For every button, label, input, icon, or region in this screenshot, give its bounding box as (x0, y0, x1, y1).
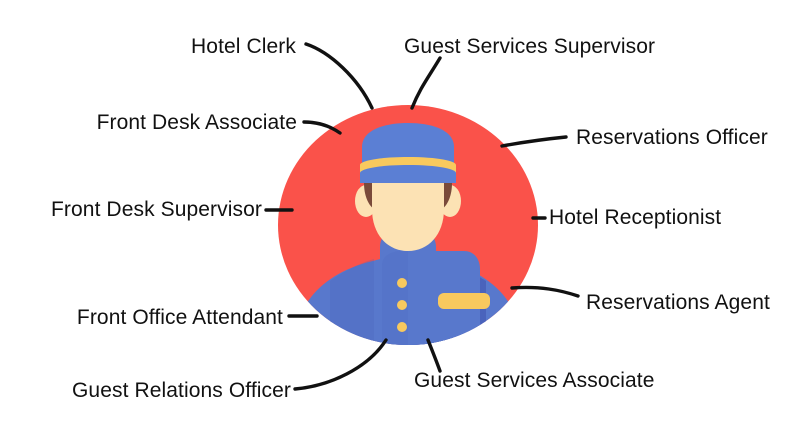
connector-reservations-agent (510, 285, 580, 298)
connector-hotel-clerk (304, 42, 374, 110)
connector-guest-services-supervisor (410, 56, 442, 110)
connector-reservations-officer (500, 135, 568, 148)
label-front-desk-supervisor: Front Desk Supervisor (50, 198, 262, 221)
label-guest-services-associate: Guest Services Associate (414, 369, 655, 392)
label-guest-services-supervisor: Guest Services Supervisor (404, 35, 656, 58)
uniform-button-1 (397, 278, 407, 288)
label-front-office-attendant: Front Office Attendant (76, 306, 283, 329)
connector-guest-relations-officer (293, 338, 388, 391)
label-guest-relations-officer: Guest Relations Officer (71, 379, 291, 402)
label-hotel-receptionist: Hotel Receptionist (549, 206, 722, 229)
cap-crown (362, 123, 454, 167)
uniform-button-3 (397, 322, 407, 332)
connector-front-desk-associate (302, 120, 342, 135)
cap-brim (360, 165, 456, 183)
hotel-clerk-avatar (278, 105, 538, 345)
connector-guest-services-associate (426, 338, 442, 373)
label-front-desk-associate: Front Desk Associate (96, 111, 297, 134)
uniform-name-badge (438, 293, 490, 309)
label-reservations-officer: Reservations Officer (576, 126, 768, 149)
label-hotel-clerk: Hotel Clerk (191, 35, 296, 58)
uniform-button-2 (397, 300, 407, 310)
label-reservations-agent: Reservations Agent (586, 291, 770, 314)
